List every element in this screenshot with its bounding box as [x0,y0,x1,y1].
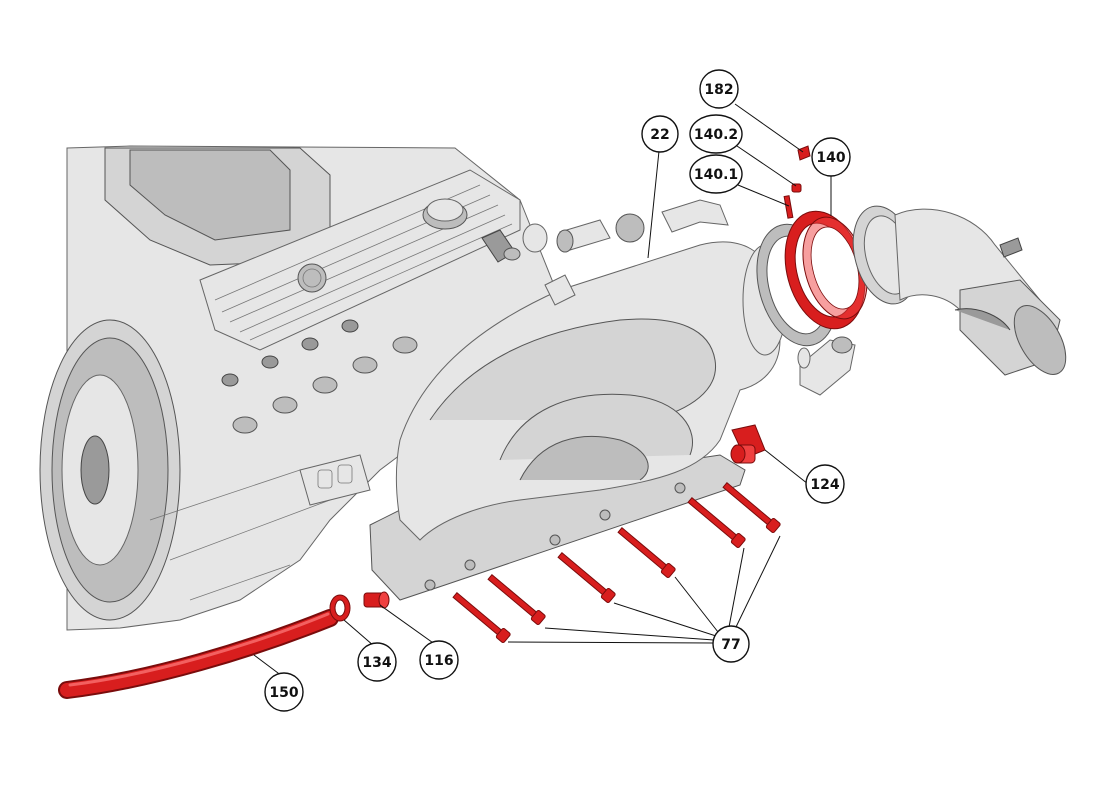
callout-140-label: 140 [816,150,845,166]
callout-140-1-label: 140.1 [694,167,738,183]
callout-116: 116 [419,640,459,680]
exhaust-manifold [369,241,788,601]
callout-182-label: 182 [704,82,733,98]
callout-182: 182 [699,69,739,109]
callout-124-label: 124 [810,477,839,493]
callout-124: 124 [805,464,845,504]
callout-140-2-label: 140.2 [694,127,738,143]
callout-116-label: 116 [424,653,453,669]
exhaust-elbow [797,205,1067,396]
callout-22: 22 [641,115,679,153]
callout-150-label: 150 [269,685,298,701]
sensor-and-hose-group [481,199,729,263]
callout-150: 150 [264,672,304,712]
drain-hose-assembly [58,591,390,699]
callout-140: 140 [811,137,851,177]
callout-140-2: 140.2 [689,114,743,154]
outlet-rings [756,145,868,347]
drain-fitting [730,424,766,464]
leader-lines [253,103,832,677]
callout-77: 77 [712,625,750,663]
callout-140-1: 140.1 [689,154,743,194]
callout-134: 134 [357,642,397,682]
callout-134-label: 134 [362,655,391,671]
callout-22-label: 22 [650,127,669,143]
callout-77-label: 77 [721,637,740,653]
engine-block [39,145,561,631]
mounting-bolts [452,481,781,643]
